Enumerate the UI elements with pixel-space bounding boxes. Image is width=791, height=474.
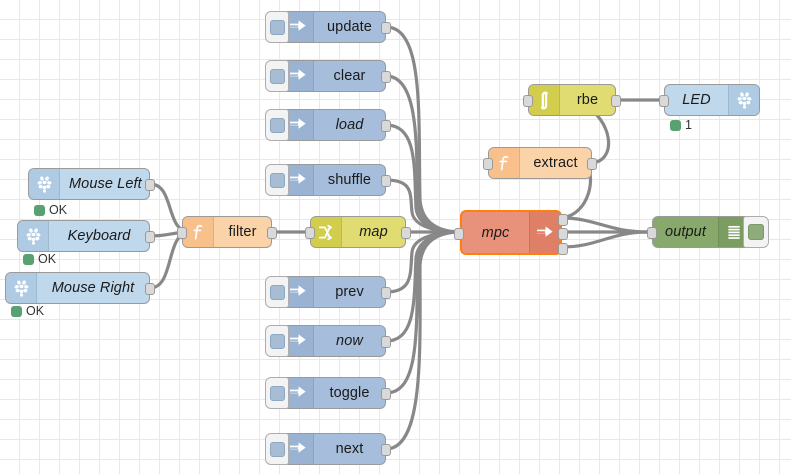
status-keyboard: OK [23, 252, 56, 266]
node-inject-now[interactable]: now [265, 325, 391, 357]
output-arrow-icon [529, 212, 560, 253]
status-led: 1 [670, 118, 692, 132]
status-dot [34, 204, 45, 216]
output-port[interactable] [381, 120, 391, 132]
node-label: filter [228, 224, 257, 240]
status-text: OK [38, 252, 57, 266]
status-text: OK [49, 203, 68, 217]
node-output-debug[interactable]: output [647, 216, 769, 248]
output-port[interactable] [381, 444, 391, 456]
node-inject-toggle[interactable]: toggle [265, 377, 391, 409]
switch-icon [311, 217, 342, 247]
raspberry-pi-icon [728, 85, 759, 115]
node-inject-shuffle[interactable]: shuffle [265, 164, 391, 196]
node-label: update [327, 19, 372, 35]
node-inject-prev[interactable]: prev [265, 276, 391, 308]
status-dot [23, 253, 34, 265]
node-label: toggle [329, 385, 370, 401]
output-port-2[interactable] [558, 228, 568, 240]
status-dot [670, 119, 681, 131]
node-map[interactable]: map [305, 216, 411, 248]
node-mouse-left[interactable]: Mouse Left [28, 168, 155, 200]
node-led[interactable]: LED [659, 84, 760, 116]
node-label: Keyboard [67, 228, 131, 244]
status-mouse-right: OK [11, 304, 44, 318]
input-port[interactable] [454, 228, 464, 240]
raspberry-pi-icon [6, 273, 37, 303]
raspberry-pi-icon [29, 169, 60, 199]
node-rbe[interactable]: rbe [523, 84, 621, 116]
node-label: Mouse Left [69, 176, 142, 192]
node-inject-update[interactable]: update [265, 11, 391, 43]
node-label: next [335, 441, 364, 457]
node-label: Mouse Right [51, 280, 135, 296]
output-port[interactable] [381, 388, 391, 400]
input-port[interactable] [523, 95, 533, 107]
inject-trigger-button[interactable] [265, 433, 289, 465]
node-label: mpc [481, 224, 510, 241]
node-label: clear [333, 68, 366, 84]
inject-trigger-button[interactable] [265, 164, 289, 196]
inject-trigger-button[interactable] [265, 325, 289, 357]
function-icon [489, 148, 520, 178]
node-filter[interactable]: filter [177, 216, 277, 248]
node-label: rbe [576, 92, 599, 108]
inject-trigger-button[interactable] [265, 109, 289, 141]
node-mouse-right[interactable]: Mouse Right [5, 272, 155, 304]
output-port[interactable] [145, 179, 155, 191]
debug-toggle-button[interactable] [743, 216, 769, 248]
node-extract[interactable]: extract [483, 147, 597, 179]
output-port[interactable] [381, 71, 391, 83]
node-mpc[interactable]: mpc [454, 210, 568, 255]
node-inject-clear[interactable]: clear [265, 60, 391, 92]
inject-trigger-button[interactable] [265, 60, 289, 92]
output-port-1[interactable] [558, 214, 568, 226]
input-port[interactable] [177, 227, 187, 239]
output-port[interactable] [267, 227, 277, 239]
node-inject-next[interactable]: next [265, 433, 391, 465]
output-port[interactable] [145, 231, 155, 243]
output-port[interactable] [587, 158, 597, 170]
input-port[interactable] [305, 227, 315, 239]
node-label: map [359, 224, 388, 240]
node-label: now [336, 333, 363, 349]
status-text: 1 [685, 118, 692, 132]
node-keyboard[interactable]: Keyboard [17, 220, 155, 252]
output-port[interactable] [381, 22, 391, 34]
node-label: load [335, 117, 364, 133]
input-port[interactable] [647, 227, 657, 239]
function-icon [183, 217, 214, 247]
rbe-icon [529, 85, 560, 115]
output-port[interactable] [145, 283, 155, 295]
output-port[interactable] [381, 336, 391, 348]
node-label: prev [335, 284, 364, 300]
input-port[interactable] [659, 95, 669, 107]
output-port[interactable] [401, 227, 411, 239]
status-mouse-left: OK [34, 203, 67, 217]
inject-trigger-button[interactable] [265, 377, 289, 409]
node-label: shuffle [327, 172, 372, 188]
node-label: output [665, 224, 706, 240]
output-port[interactable] [381, 175, 391, 187]
inject-trigger-button[interactable] [265, 276, 289, 308]
output-port[interactable] [611, 95, 621, 107]
node-inject-load[interactable]: load [265, 109, 391, 141]
output-port-3[interactable] [558, 243, 568, 255]
input-port[interactable] [483, 158, 493, 170]
status-dot [11, 305, 22, 317]
status-text: OK [26, 304, 45, 318]
output-port[interactable] [381, 287, 391, 299]
node-label: LED [682, 92, 711, 108]
raspberry-pi-icon [18, 221, 49, 251]
inject-trigger-button[interactable] [265, 11, 289, 43]
node-label: extract [533, 155, 578, 171]
